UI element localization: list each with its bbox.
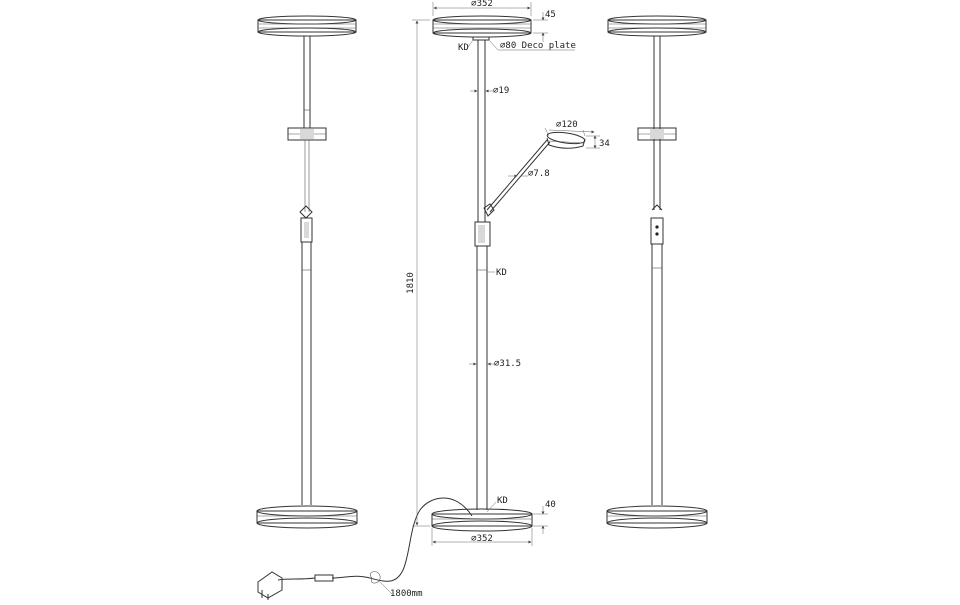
label-reading-head-height: 34 [599, 139, 610, 149]
dim-kd-base: KD [486, 496, 508, 513]
dim-base-height: 40 [533, 500, 556, 534]
plug-adapter [257, 571, 283, 600]
left-joint-housing [300, 217, 313, 243]
right-lower-tube [651, 244, 663, 505]
left-top-shade [257, 15, 357, 37]
front-reading-head [546, 131, 586, 149]
front-lamp-view [257, 15, 586, 600]
dim-deco-plate: KD ⌀80 Deco plate [458, 39, 576, 53]
switch-dot-upper [655, 225, 659, 229]
label-base-height: 40 [545, 500, 556, 510]
right-base [606, 505, 708, 529]
dim-stem-diameter: ⌀19 [470, 86, 509, 96]
dim-top-diameter: ⌀352 [432, 0, 532, 16]
dim-arm-diameter: ⌀7.8 [508, 169, 550, 179]
switch-dot-lower [655, 232, 659, 236]
dim-kd-mid: KD [487, 268, 507, 278]
label-reading-head-diameter: ⌀120 [556, 120, 578, 130]
dim-reading-head-height: 34 [586, 135, 610, 149]
left-base [256, 505, 358, 529]
right-reading-head [637, 127, 677, 141]
dim-total-height: 1810 [406, 19, 430, 527]
dim-head-height: 45 [533, 10, 556, 42]
label-kd-base: KD [497, 496, 508, 506]
label-top-diameter: ⌀352 [471, 0, 493, 9]
right-upper-stem [653, 36, 661, 210]
front-stem [477, 40, 486, 222]
left-lamp-view [256, 15, 358, 529]
right-lamp-view [606, 15, 708, 529]
dim-tube-diameter: ⌀31.5 [469, 359, 521, 369]
left-lower-tube [301, 242, 312, 505]
label-kd-mid: KD [496, 268, 507, 278]
front-joint-housing [474, 221, 491, 247]
label-total-height: 1810 [406, 272, 416, 294]
right-joint-housing [650, 204, 664, 245]
label-base-diameter: ⌀352 [471, 534, 493, 544]
front-top-shade [432, 15, 532, 38]
power-cable [277, 497, 473, 584]
label-head-height: 45 [545, 10, 556, 20]
dim-reading-head-diameter: ⌀120 [544, 120, 595, 137]
dim-cable-length: 1800mm [377, 579, 423, 599]
label-kd-top: KD [458, 43, 469, 53]
right-top-shade [607, 15, 707, 37]
deco-plate [472, 36, 490, 41]
label-stem-diameter: ⌀19 [493, 86, 509, 96]
label-deco-plate: ⌀80 Deco plate [500, 41, 576, 51]
left-reading-head [287, 127, 327, 141]
front-base [431, 508, 533, 532]
dim-base-diameter: ⌀352 [431, 528, 533, 546]
front-lower-tube [476, 246, 488, 510]
label-tube-diameter: ⌀31.5 [494, 359, 521, 369]
label-cable-length: 1800mm [390, 589, 423, 599]
label-arm-diameter: ⌀7.8 [528, 169, 550, 179]
left-arm [299, 140, 313, 219]
left-upper-stem [303, 36, 311, 128]
